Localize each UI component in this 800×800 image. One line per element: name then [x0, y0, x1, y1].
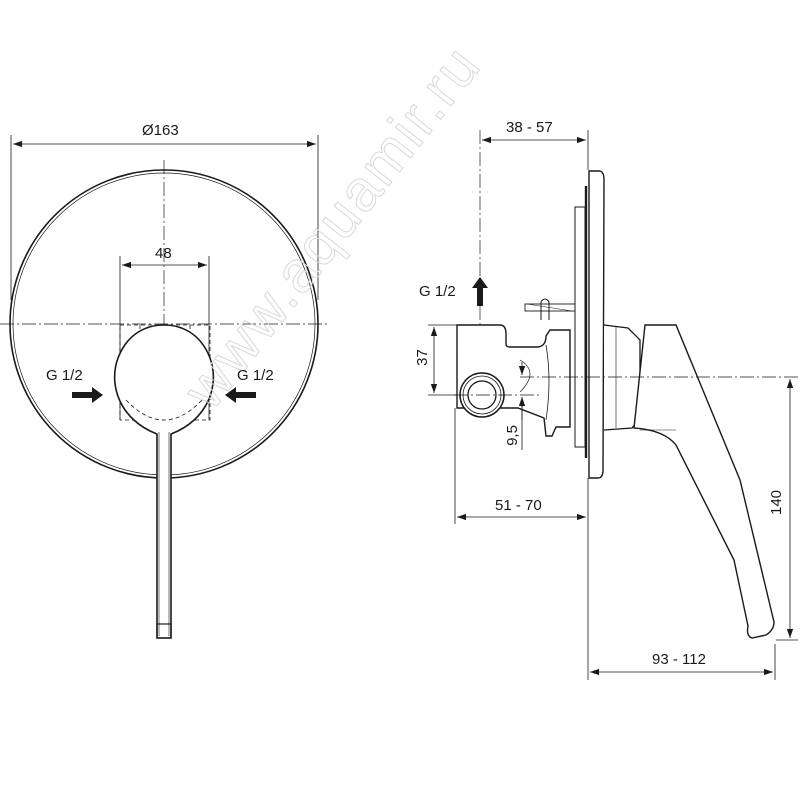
wall-depth-label: 38 - 57	[506, 119, 553, 136]
right-inlet-arrow-icon	[225, 387, 256, 403]
outlet-label: G 1/2	[419, 283, 456, 300]
outlet-offset-label: 37	[413, 349, 431, 366]
left-inlet-label: G 1/2	[46, 367, 83, 384]
side-view	[428, 130, 800, 680]
projection-label: 93 - 112	[652, 651, 706, 668]
right-inlet-label: G 1/2	[237, 367, 274, 384]
left-inlet-arrow-icon	[72, 387, 103, 403]
valve-body	[456, 324, 571, 437]
lever-handle	[113, 324, 215, 639]
small-offset-label: 9,5	[503, 425, 521, 446]
outlet-arrow-up-icon	[472, 277, 488, 306]
height-label: 140	[768, 489, 786, 516]
lever-profile	[633, 324, 775, 639]
front-view	[0, 135, 330, 639]
cover-plate-profile	[588, 170, 605, 479]
diameter-label: Ø163	[142, 122, 179, 139]
width-48-label: 48	[155, 245, 172, 262]
install-depth-label: 51 - 70	[495, 497, 542, 514]
